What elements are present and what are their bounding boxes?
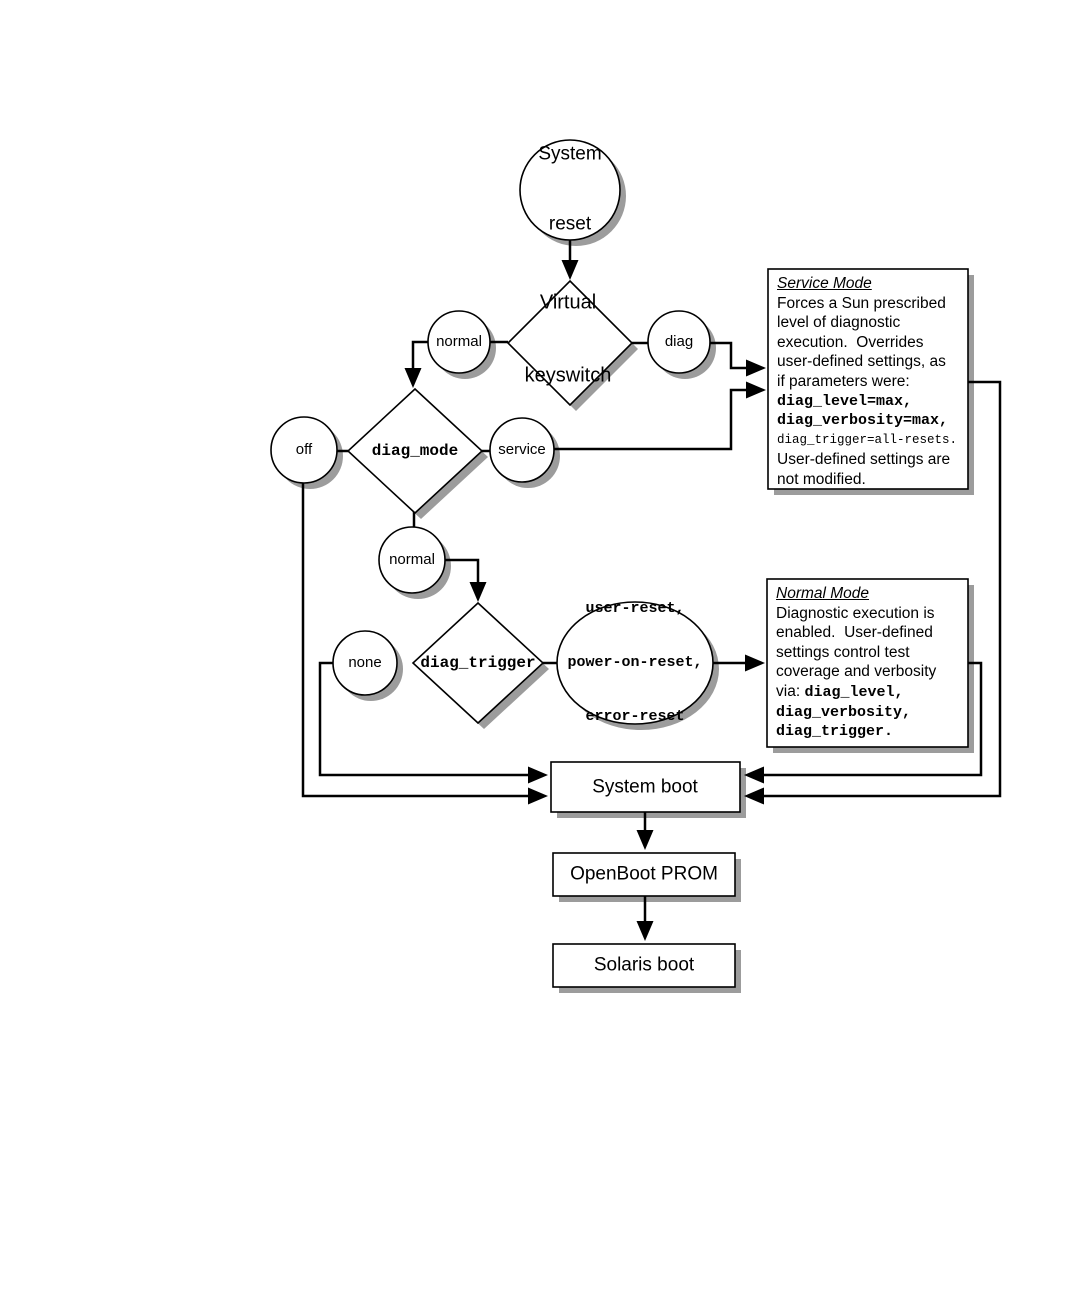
line-normal2-to-diagtrigger (445, 558, 480, 592)
virtual-keyswitch-line1: Virtual (539, 291, 597, 314)
line-normal-to-diagmode (411, 340, 428, 376)
line-servicebox-to-systemboot (756, 380, 1002, 798)
normal-mode-annotation: Normal Mode Diagnostic execution is enab… (767, 579, 968, 747)
line-off-to-systemboot (301, 483, 536, 798)
service-mode-text-line: if parameters were: (777, 372, 910, 390)
service-mode-annotation: Service Mode Forces a Sun prescribed lev… (768, 269, 968, 489)
solaris-boot-label: Solaris boot (593, 954, 695, 976)
arrow-none-into-systemboot (528, 766, 548, 784)
trigger-values-line1: user-reset, (585, 600, 685, 617)
normal-mode-text-line: settings control test (776, 643, 910, 661)
arrow-service-into-servicebox (746, 381, 766, 399)
normal-mode-via-text: via: (776, 682, 805, 700)
system-reset-line2: reset (548, 213, 592, 235)
diag-mode-decision (346, 387, 484, 515)
diag-mode-service-node (489, 417, 555, 483)
service-mode-text-line: user-defined settings, as (777, 353, 946, 371)
arrow-into-solaris (636, 921, 654, 941)
normal-mode-param-line: diag_verbosity, (776, 703, 912, 721)
arrow-servicebox-into-systemboot (744, 787, 764, 805)
service-mode-param-line: diag_level=max, (777, 392, 913, 410)
normal-mode-text-line: Diagnostic execution is (776, 604, 935, 622)
diag-mode-off-label: off (295, 440, 313, 458)
trigger-values-node (556, 601, 714, 725)
service-mode-text-line: User-defined settings are (777, 451, 951, 469)
service-mode-text-line: execution. Overrides (777, 333, 924, 351)
trigger-values-label: user-reset, power-on-reset, error-reset (567, 564, 702, 762)
normal-mode-text-line: coverage and verbosity (776, 663, 937, 681)
service-mode-param-line: diag_trigger=all-resets. (777, 432, 958, 447)
normal-mode-mixed-line: via: diag_level, (776, 682, 959, 703)
diag-mode-label: diag_mode (371, 442, 459, 461)
openboot-prom-label: OpenBoot PROM (570, 863, 718, 885)
service-mode-text-line: not modified. (777, 470, 866, 488)
arrow-diag-into-servicebox (746, 359, 766, 377)
arrowheads (404, 260, 766, 941)
diag-trigger-none-label: none (348, 653, 382, 671)
connectors (301, 240, 1002, 929)
system-reset-line1: System (538, 143, 602, 165)
keyswitch-diag-label: diag (664, 332, 694, 350)
arrow-into-keyswitch (561, 260, 579, 280)
openboot-prom-box (552, 852, 736, 897)
keyswitch-diag-node (647, 310, 711, 374)
shapes (270, 139, 969, 988)
arrow-into-diagtrigger (469, 582, 487, 602)
system-boot-box (550, 761, 741, 813)
diag-mode-normal-node (378, 526, 446, 594)
line-none-to-systemboot (318, 661, 536, 777)
normal-mode-title: Normal Mode (776, 585, 870, 602)
virtual-keyswitch-line2: keyswitch (524, 364, 612, 387)
service-mode-box (767, 268, 969, 490)
service-mode-text-line: Forces a Sun prescribed (777, 294, 946, 312)
arrow-normalbox-into-systemboot (744, 766, 764, 784)
service-mode-text-line: level of diagnostic (777, 314, 901, 332)
diag-mode-service-label: service (498, 440, 546, 458)
service-mode-title: Service Mode (777, 275, 872, 292)
keyswitch-normal-node (427, 310, 491, 374)
normal-mode-box (766, 578, 969, 748)
diag-mode-normal-label: normal (389, 550, 435, 568)
trigger-values-line2: power-on-reset, (567, 654, 703, 671)
normal-mode-param-inline: diag_level, (804, 683, 904, 701)
arrow-off-into-systemboot (528, 787, 548, 805)
line-service-to-servicebox (553, 388, 754, 451)
normal-mode-param-line: diag_trigger. (776, 723, 894, 741)
diag-trigger-label: diag_trigger (420, 654, 536, 673)
normal-mode-text-line: enabled. User-defined (776, 624, 933, 642)
diag-trigger-none-node (332, 630, 398, 696)
line-diag-to-servicebox (710, 341, 754, 370)
system-reset-node (519, 139, 621, 241)
trigger-values-line3: error-reset (585, 708, 685, 725)
diag-mode-off-node (270, 416, 338, 484)
system-boot-label: System boot (592, 776, 698, 798)
arrow-into-diagmode (404, 368, 422, 388)
system-reset-label: System reset (538, 96, 601, 281)
keyswitch-normal-label: normal (436, 332, 482, 350)
virtual-keyswitch-decision (506, 279, 634, 407)
line-normalbox-to-systemboot (756, 661, 983, 777)
solaris-boot-box (552, 943, 736, 988)
virtual-keyswitch-label: Virtual keyswitch (525, 241, 612, 436)
service-mode-param-line: diag_verbosity=max, (777, 412, 949, 430)
arrow-into-openboot (636, 830, 654, 850)
arrow-into-normalbox (745, 654, 765, 672)
diag-trigger-decision (411, 601, 545, 725)
